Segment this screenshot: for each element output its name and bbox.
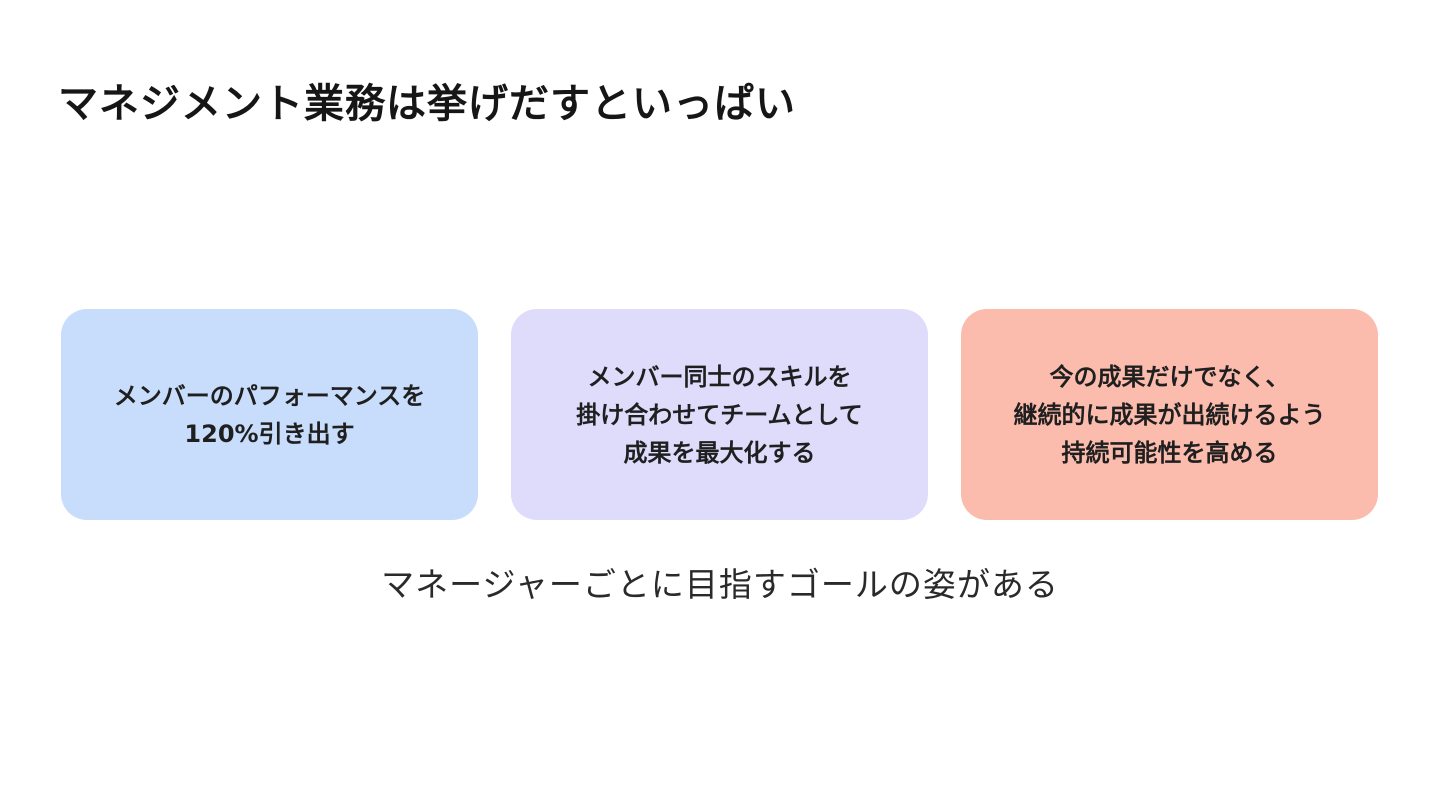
goal-card-text: メンバーのパフォーマンスを 120%引き出す xyxy=(113,381,426,448)
goal-card-team: メンバー同士のスキルを 掛け合わせてチームとして 成果を最大化する xyxy=(511,309,928,520)
goal-cards: メンバーのパフォーマンスを 120%引き出す メンバー同士のスキルを 掛け合わせ… xyxy=(61,309,1380,520)
slide-caption: マネージャーごとに目指すゴールの姿がある xyxy=(381,565,1059,604)
goal-card-performance: メンバーのパフォーマンスを 120%引き出す xyxy=(61,309,478,520)
goal-card-sustainability: 今の成果だけでなく、 継続的に成果が出続けるよう 持続可能性を高める xyxy=(961,309,1378,520)
goal-card-text: 今の成果だけでなく、 継続的に成果が出続けるよう 持続可能性を高める xyxy=(1013,362,1326,467)
slide-title: マネジメント業務は挙げだすといっぱい xyxy=(58,81,796,127)
goal-card-text: メンバー同士のスキルを 掛け合わせてチームとして 成果を最大化する xyxy=(576,362,863,467)
